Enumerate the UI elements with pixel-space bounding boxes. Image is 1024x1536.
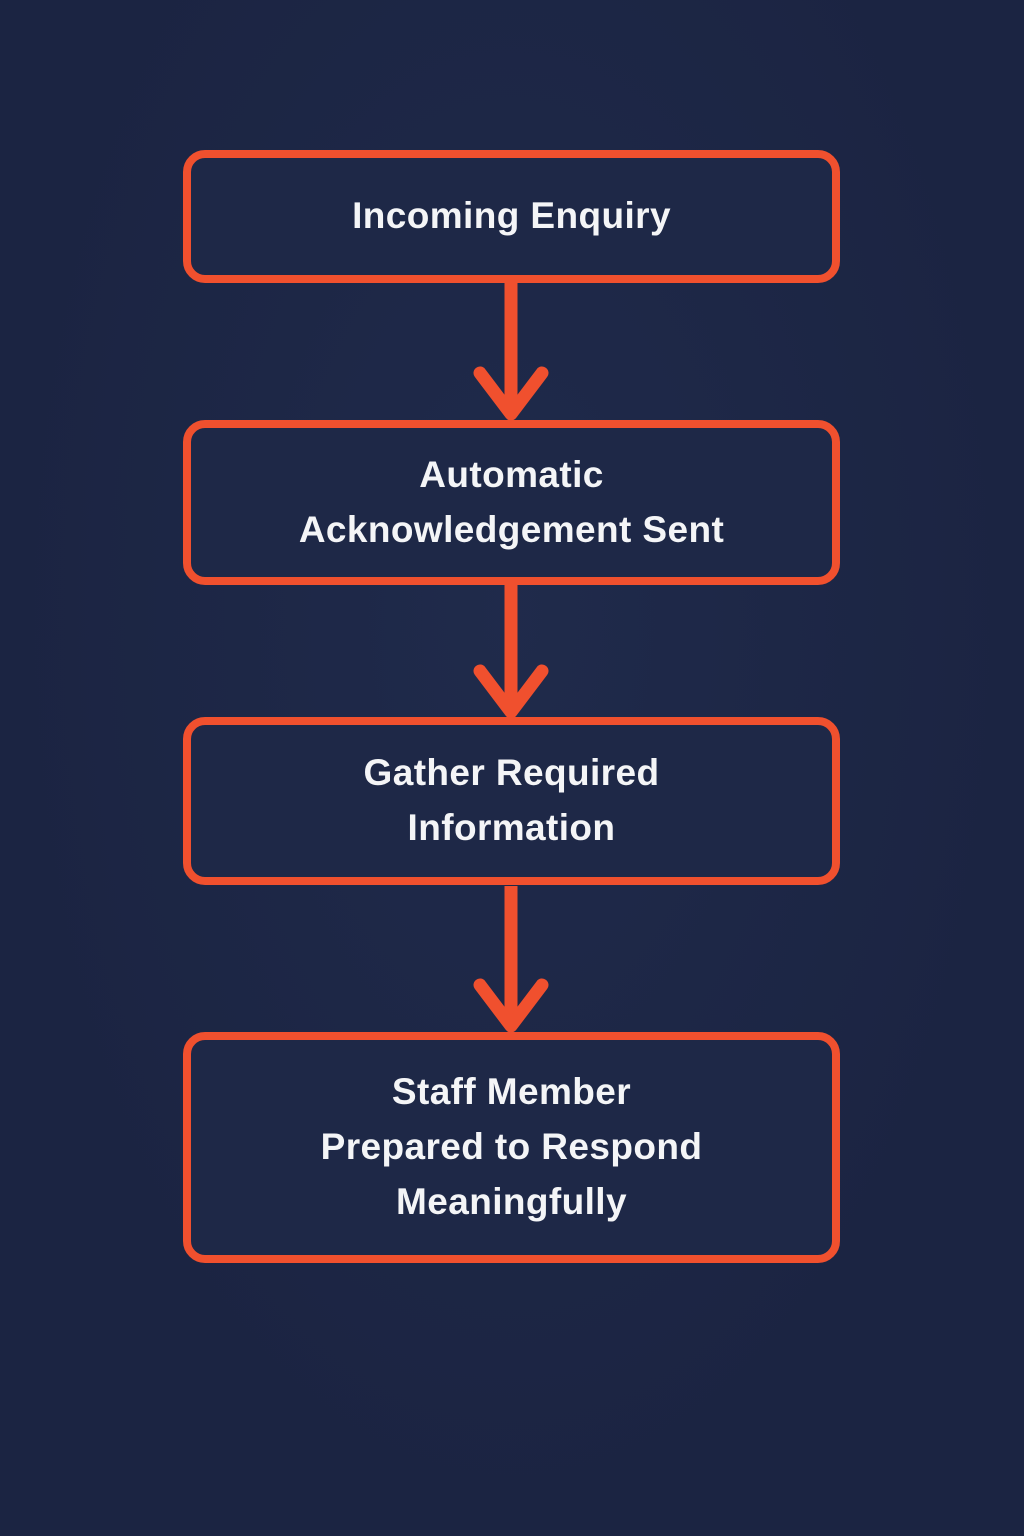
- step-label: Automatic Acknowledgement Sent: [298, 453, 725, 550]
- step-label: Incoming Enquiry: [352, 195, 671, 237]
- step-box-gather-information: Gather Required Information: [183, 717, 840, 885]
- step-box-incoming-enquiry: Incoming Enquiry: [183, 150, 840, 283]
- step-box-automatic-acknowledgement: Automatic Acknowledgement Sent: [183, 420, 840, 585]
- step-box-staff-prepared: Staff Member Prepared to Respond Meaning…: [183, 1032, 840, 1263]
- down-arrow-icon: [466, 281, 556, 422]
- down-arrow-icon: [466, 583, 556, 720]
- step-label: Gather Required Information: [363, 752, 660, 848]
- step-label: Staff Member Prepared to Respond Meaning…: [320, 1071, 703, 1222]
- down-arrow-icon: [466, 884, 556, 1034]
